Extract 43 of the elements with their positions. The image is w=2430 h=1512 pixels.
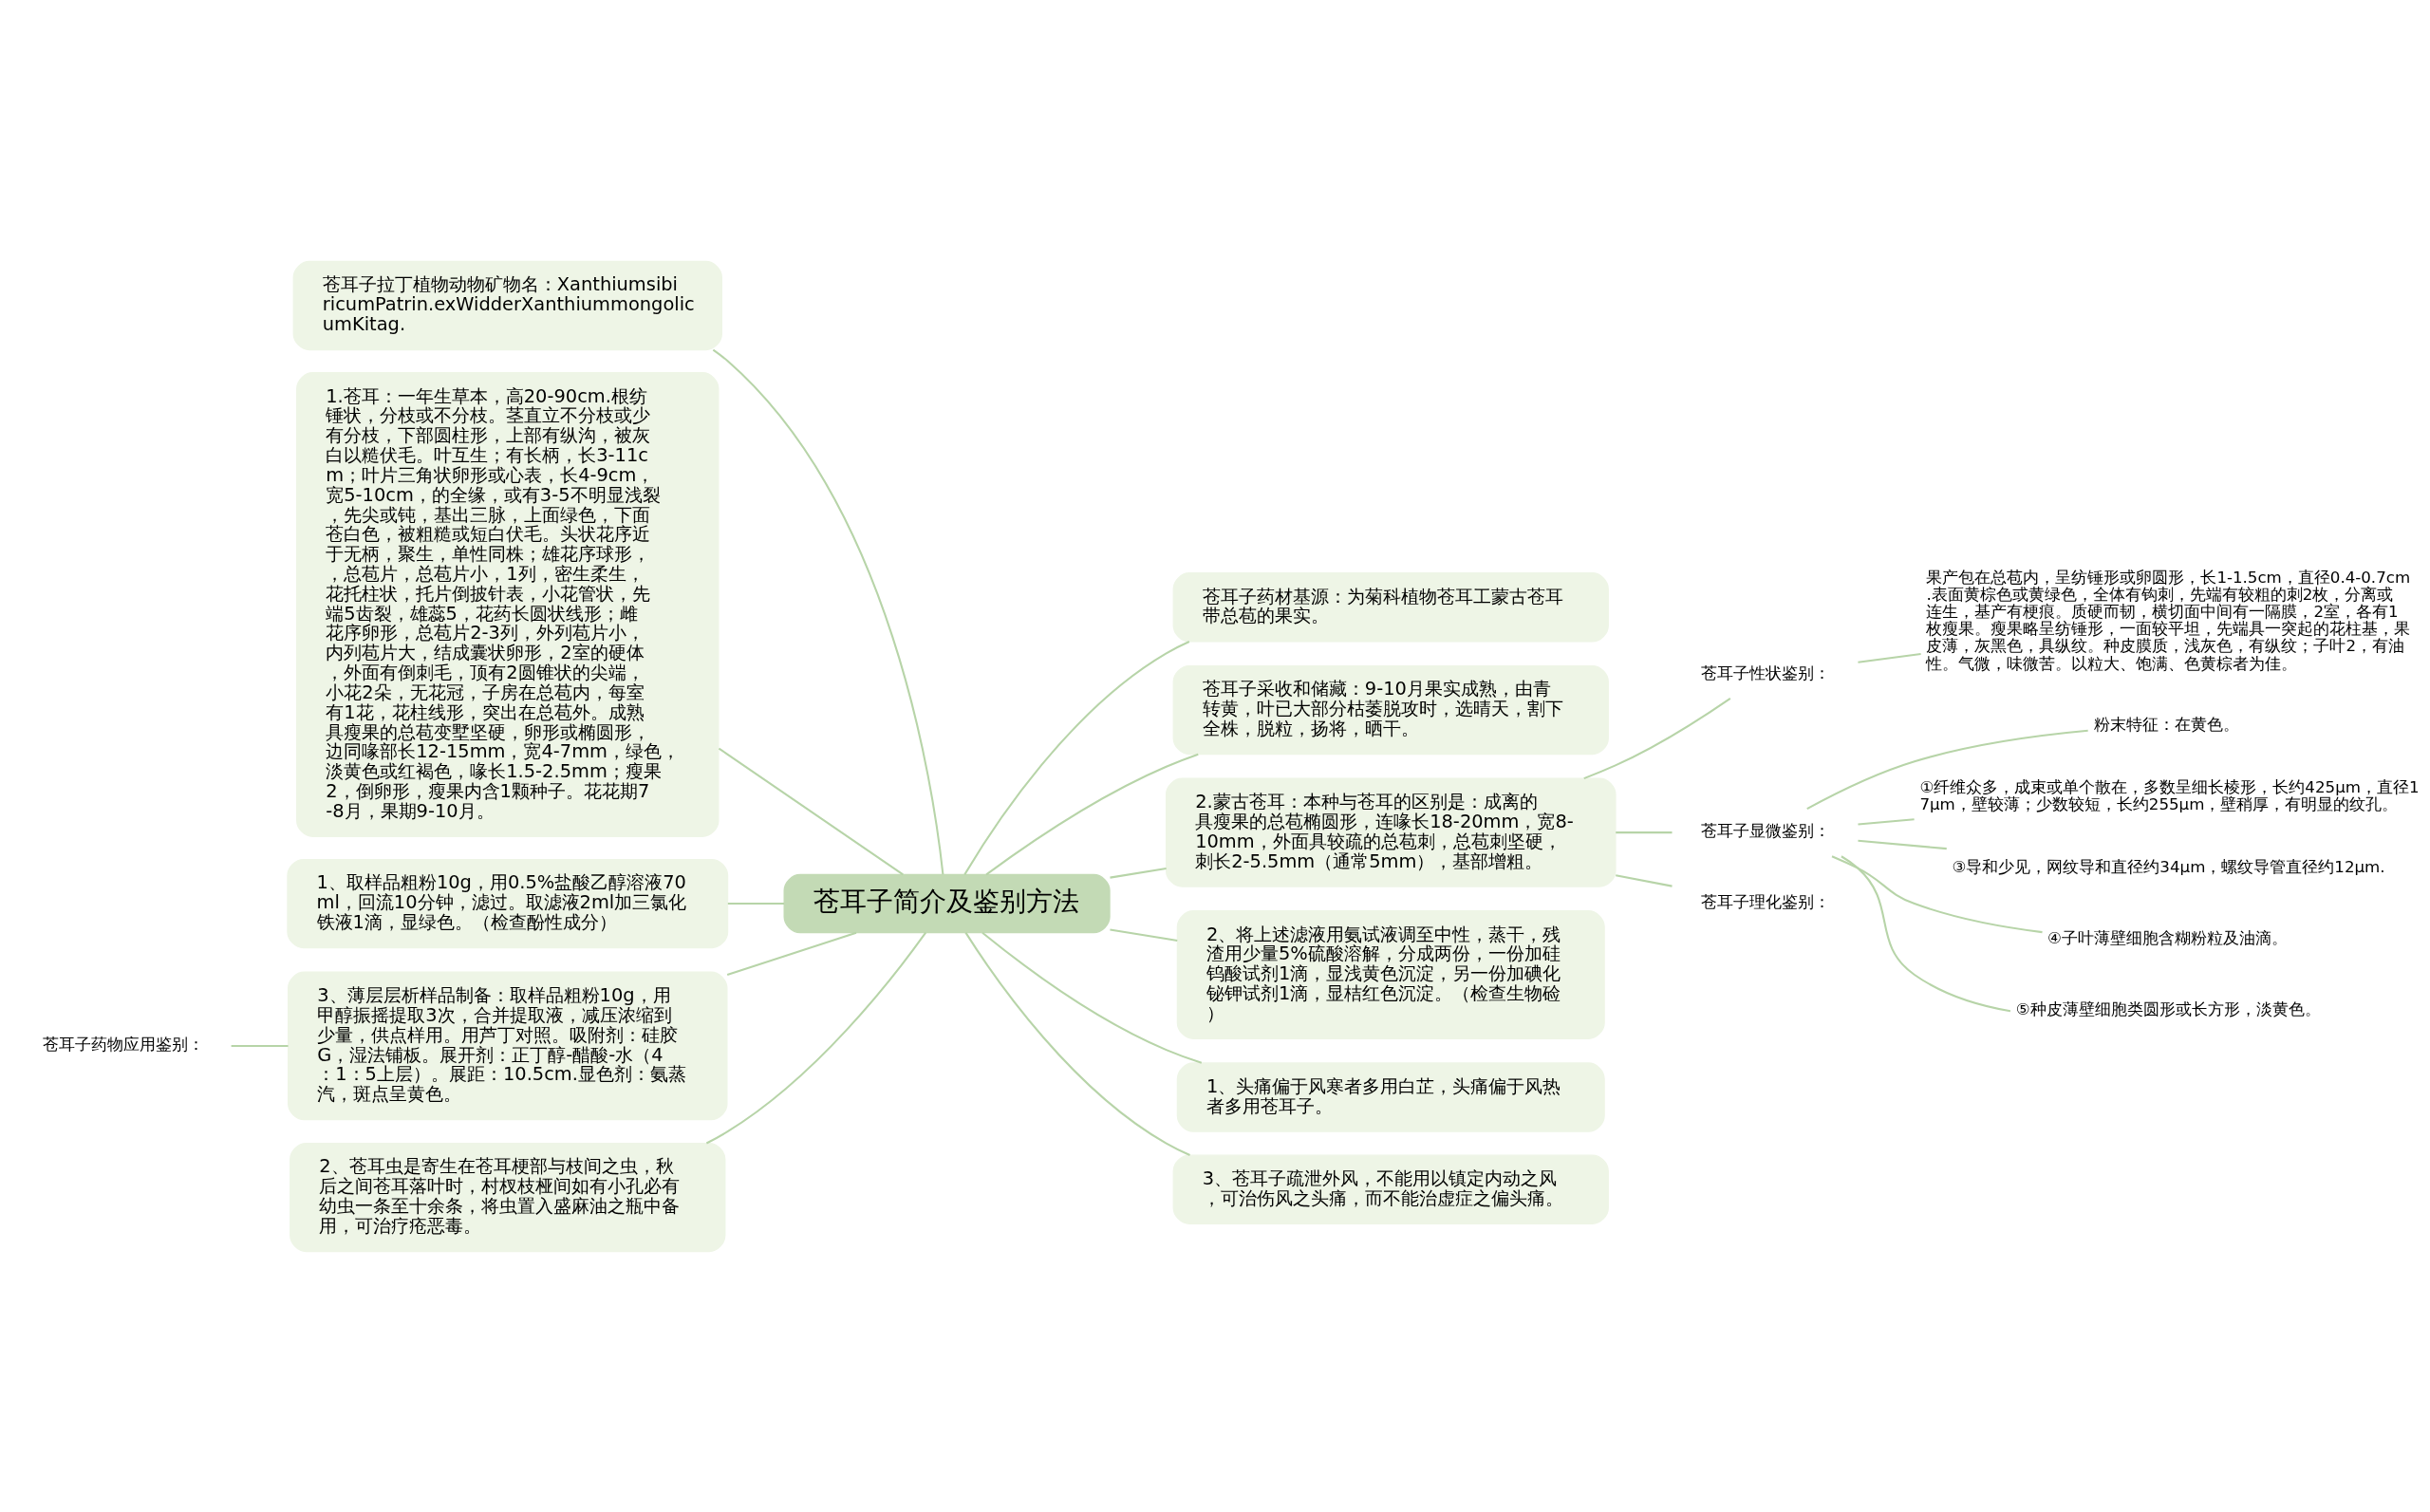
node-text: 粉末特征：在黄色。: [2093, 715, 2239, 734]
node-box: 1.苍耳：一年生草本，高20-90cm.根纺锤状，分枝或不分枝。茎直立不分枝或少有分枝，下部圆柱形，上部有纵沟，被灰白以糙伏毛。叶互生；有长柄，长3-11cm；叶片三角状卵形或心表，长4-9cm，宽5-10cm，的全缘，或有3-5不明显浅裂，先尖或钝，基出三脉，上面绿色，下面苍白色，被粗糙或短白伏毛。头状花序近于无柄，聚生，单性同株；雄花序球形，，总苞片，总苞片小，1列，密生柔生，花托柱状，托片倒披针表，小花管状，先端5齿裂，雄蕊5，花药长圆状线形；雌花序卵形，总苞片2-3列，外列苞片小，内列苞片大，结成囊状卵形，2室的硬体，外面有倒刺毛，顶有2圆锥状的尖端，小花2朵，无花冠，子房在总苞内，每室有1花，花柱线形，突出在总苞外。成熟具瘦果的总苞变墅坚硬，卵形或椭圆形，边同喙部长12-15mm，宽4-7mm，绿色，淡黄色或红褐色，喙长1.5-2.5mm；瘦果2，倒卵形，瘦果内含1颗种子。花花期7-8月，果期9-10月。: [296, 371, 720, 837]
connector: [705, 931, 927, 1144]
connector: [1110, 867, 1167, 879]
node-text: ①纤维众多，成束或单个散在，多数呈细长棱形，长约425μm，直径17μm，壁较薄；少数较短，长约255μm，壁稍厚，有明显的纹孔。: [1919, 777, 2420, 813]
node-box: 3、苍耳子疏泄外风，不能用以镇定内动之风，可治伤风之头痛，而不能治虚症之偏头痛。: [1172, 1153, 1609, 1224]
connector: [1583, 697, 1731, 779]
connector: [1806, 729, 2088, 810]
node-box: 1、头痛偏于风寒者多用白芷，头痛偏于风热者多用苍耳子。: [1176, 1061, 1605, 1132]
connector: [964, 931, 1190, 1156]
node-box: 2、苍耳虫是寄生在苍耳梗部与枝间之虫，秋后之间苍耳落叶时，村杈枝桠间如有小孔必有幼虫一条至十余条，将虫置入盛麻油之瓶中备用，可治疗疮恶毒。: [290, 1142, 726, 1252]
connector: [1841, 854, 2011, 1012]
node-text: 果产包在总苞内，呈纺锤形或卵圆形，长1-1.5cm，直径0.4-0.7cm.表面黄棕色或黄绿色，全体有钩刺，先端有较粗的刺2枚，分离或连生，基产有梗痕。质硬而韧，横切面中间有一隔膜，2室，各有1枚瘦果。瘦果略呈纺锤形，一面较平坦，先端具一突起的花柱基，果皮薄，灰黑色，具纵纹。种皮膜质，浅灰色，有纵纹；子叶2，有油性。气微，味微苦。以粒大、饱满、色黄棕者为佳。: [1926, 568, 2411, 673]
node-text: 苍耳子显微鉴别：: [1701, 821, 1831, 840]
connector: [712, 348, 944, 874]
connector: [1858, 817, 1915, 826]
connector: [1831, 854, 2043, 933]
connector: [718, 747, 904, 875]
node-text: 苍耳子性状鉴别：: [1701, 663, 1831, 682]
connector: [985, 753, 1199, 875]
connector: [981, 931, 1203, 1064]
node-box: 2.蒙古苍耳：本种与苍耳的区别是：成离的具瘦果的总苞椭圆形，连喙长18-20mm，宽8-10mm，外面具较疏的总苞刺，总苞刺坚硬，刺长2-5.5mm（通常5mm），基部增粗。: [1165, 777, 1617, 887]
node-box: 3、薄层层析样品制备：取样品粗粉10g，用甲醇振摇提取3次，合并提取液，减压浓缩到少量，供点样用。用芦丁对照。吸附剂：硅胶G，湿法铺板。展开剂：正丁醇-醋酸-水（4：1：5上层）。展距：10.5cm.显色剂：氨蒸汽，斑点呈黄色。: [288, 971, 728, 1120]
connector: [1616, 831, 1673, 833]
node-box: 苍耳子简介及鉴别方法: [783, 873, 1111, 933]
node-text: ③导和少见，网纹导和直径约34μm，螺纹导管直径约12μm.: [1952, 857, 2385, 876]
connector: [1858, 839, 1947, 849]
node-text: ④子叶薄壁细胞含糊粉粒及油滴。: [2047, 928, 2288, 947]
node-box: 2、将上述滤液用氨试液调至中性，蒸干，残渣用少量5%硫酸溶解，分成两份，一份加硅钨酸试剂1滴，显浅黄色沉淀，另一份加碘化铋钾试剂1滴，显桔红色沉淀。（检查生物硷）: [1176, 909, 1605, 1039]
node-text: 苍耳子药物应用鉴别：: [42, 1035, 204, 1054]
connector: [963, 640, 1190, 875]
connector: [1616, 873, 1673, 887]
node-box: 苍耳子药材基源：为菊科植物苍耳工蒙古苍耳带总苞的果实。: [1172, 571, 1609, 643]
node-box: 苍耳子拉丁植物动物矿物名：XanthiumsibiricumPatrin.exWidderXanthiummongolicumKitag.: [292, 260, 722, 350]
connector: [727, 902, 785, 905]
connector: [726, 931, 857, 976]
node-box: 苍耳子采收和储藏：9-10月果实成熟，由青转黄，叶已大部分枯萎脱攻时，选晴天，割下全株，脱粒，扬将，晒干。: [1172, 664, 1609, 755]
node-text: ⑤种皮薄壁细胞类圆形或长方形，淡黄色。: [2015, 999, 2321, 1018]
connector: [1110, 928, 1178, 942]
connector: [1858, 652, 1921, 663]
node-text: 苍耳子理化鉴别：: [1701, 892, 1831, 911]
node-box: 1、取样品粗粉10g，用0.5%盐酸乙醇溶液70ml，回流10分钟，滤过。取滤液2ml加三氯化铁液1滴，显绿色。（检查酚性成分）: [287, 858, 729, 948]
connector: [231, 1044, 289, 1047]
